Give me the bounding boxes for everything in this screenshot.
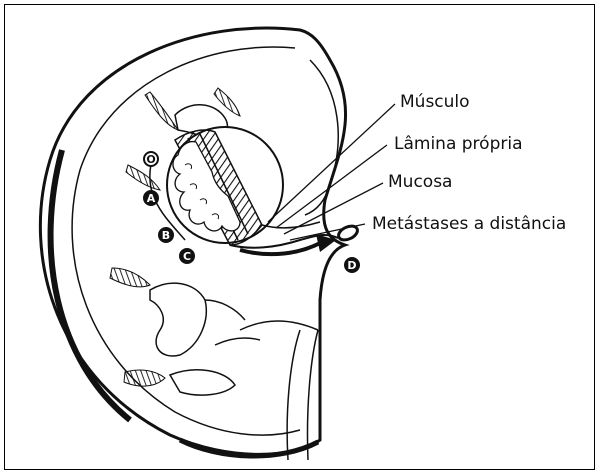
leader-mucosa: [284, 183, 383, 234]
label-lamina-propria: Lâmina própria: [394, 136, 523, 153]
label-mucosa: Mucosa: [388, 174, 452, 191]
stage-o-marker: O: [143, 151, 159, 167]
pyramid-1: [145, 92, 178, 130]
ureter: [287, 330, 300, 460]
stage-c-marker: C: [179, 248, 195, 264]
label-musculo: Músculo: [400, 94, 470, 111]
kidney-inner-outline: [72, 47, 300, 435]
pyramid-5: [214, 88, 240, 116]
stage-d-marker: D: [344, 257, 360, 273]
kidney-capsule-shade: [51, 150, 130, 420]
metastasis-node: [336, 223, 359, 242]
calyx-lower: [150, 283, 206, 356]
leader-musculo: [268, 104, 395, 222]
calyx-bottom: [170, 370, 235, 395]
label-metastases: Metástases a distância: [372, 216, 566, 233]
stage-a-marker: A: [143, 190, 159, 206]
leader-lamina: [276, 145, 387, 228]
pyramid-3: [110, 268, 150, 287]
pyramid-2: [126, 165, 160, 190]
stage-b-marker: B: [158, 227, 174, 243]
pyramid-4: [124, 370, 165, 386]
kidney-outline: [40, 28, 345, 454]
